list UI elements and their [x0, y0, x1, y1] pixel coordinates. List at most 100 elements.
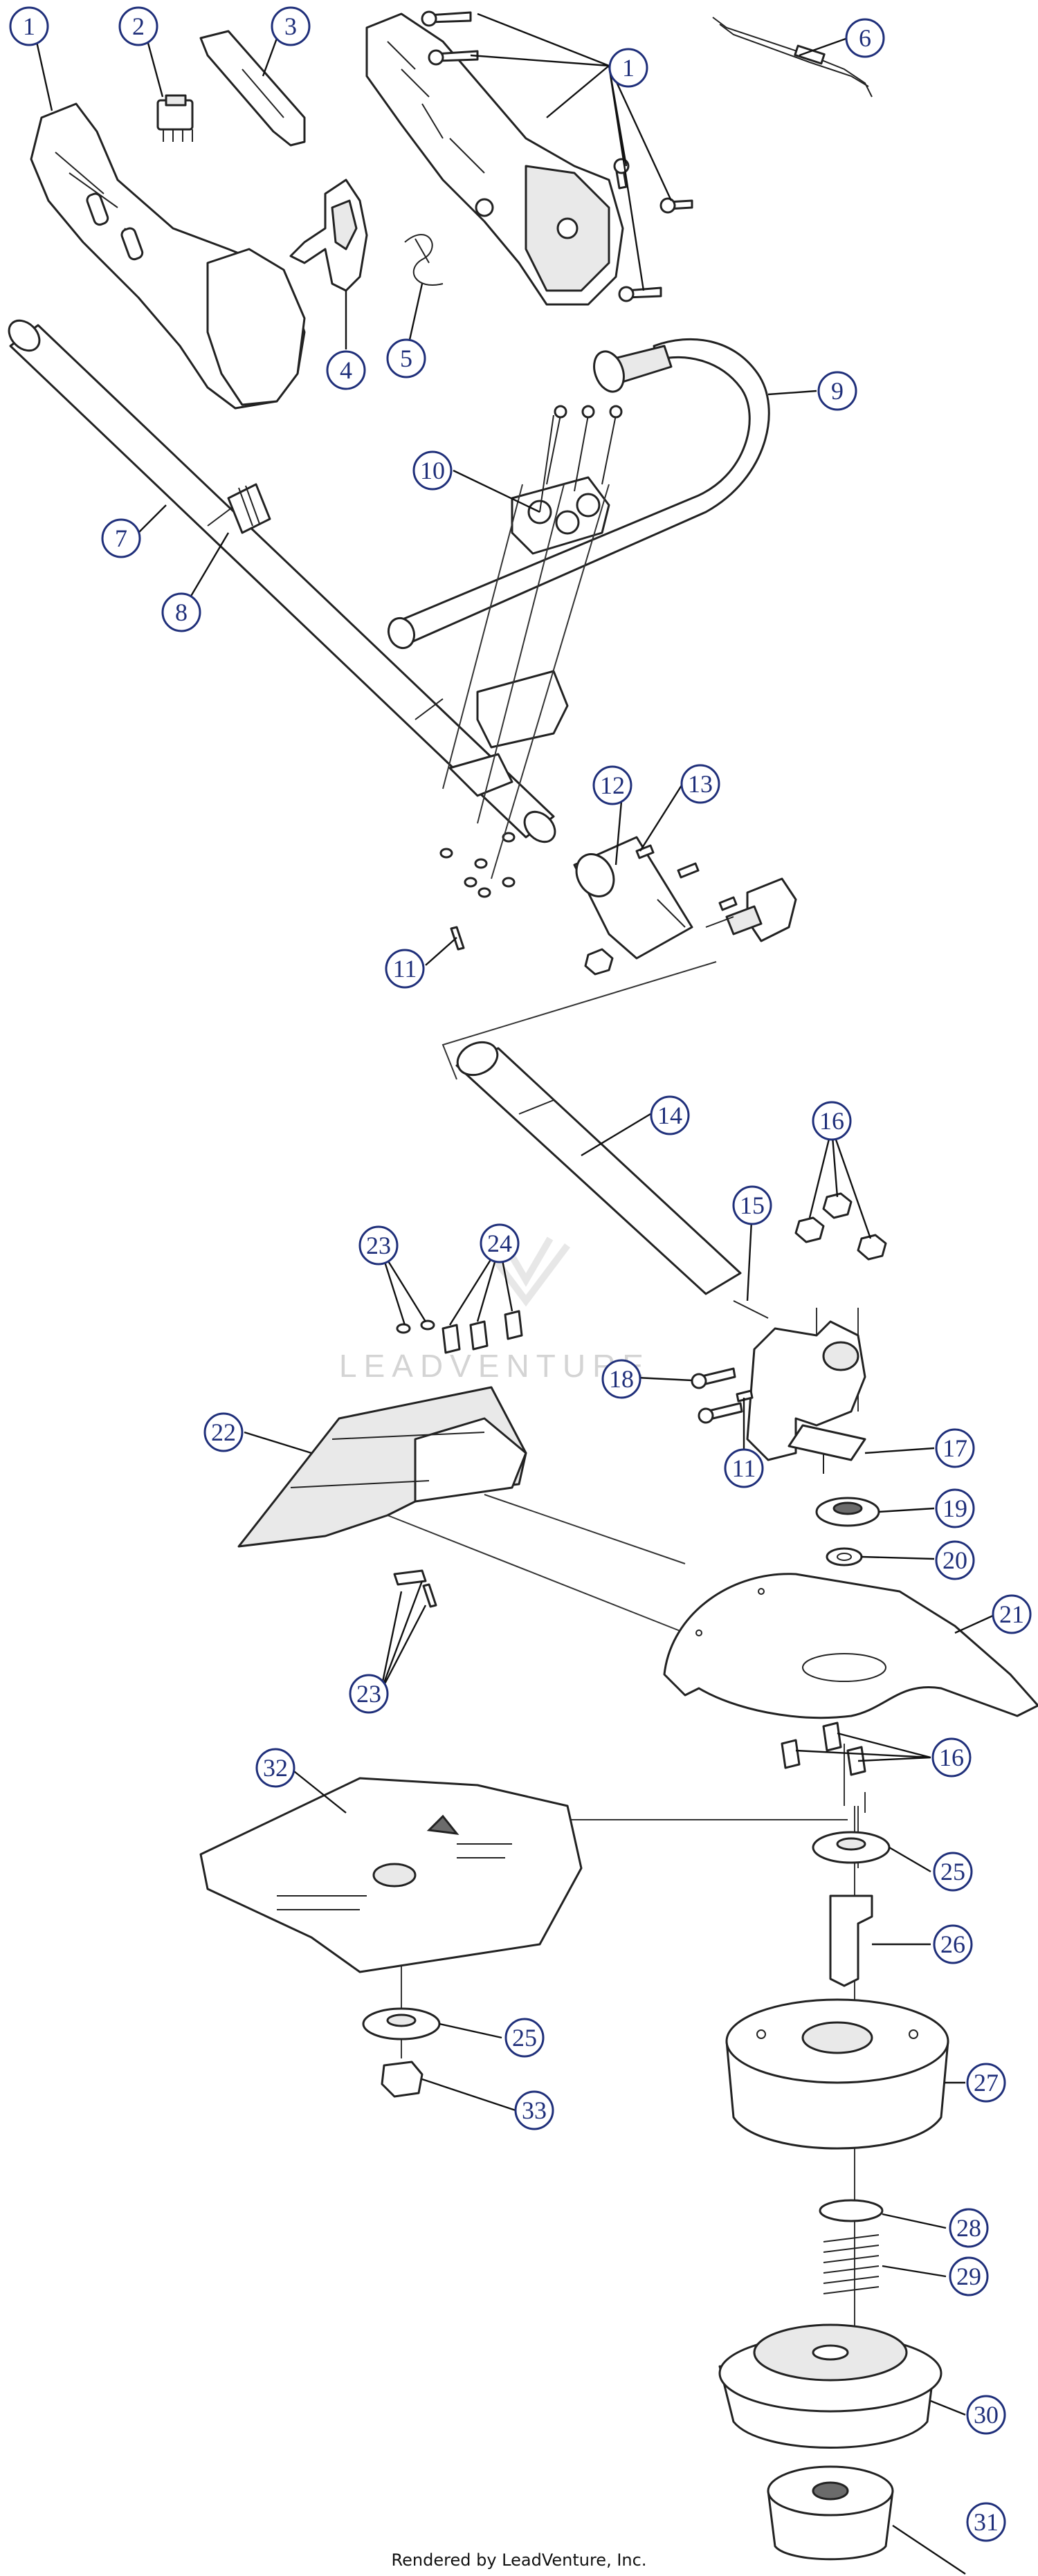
svg-text:33: 33 — [522, 2097, 547, 2124]
callout-1a: 1 — [9, 6, 49, 46]
callout-16a: 16 — [812, 1101, 852, 1141]
gearhead-part — [746, 1320, 866, 1474]
svg-text:1: 1 — [622, 54, 635, 82]
svg-text:3: 3 — [284, 12, 297, 40]
engine-housing-right — [365, 12, 624, 306]
cable-part — [712, 17, 873, 98]
rendered-by-footer: Rendered by LeadVenture, Inc. — [392, 2550, 647, 2570]
callout-11a: 11 — [385, 949, 425, 989]
callout-6: 6 — [845, 18, 885, 58]
svg-text:10: 10 — [420, 457, 445, 484]
svg-text:29: 29 — [956, 2263, 981, 2290]
coupler-screw — [635, 844, 738, 911]
callout-8: 8 — [161, 592, 201, 632]
gearhead-nuts-top — [794, 1192, 887, 1261]
shield-screws — [441, 1310, 523, 1354]
callout-27: 27 — [966, 2063, 1006, 2103]
svg-text:31: 31 — [974, 2508, 999, 2536]
svg-text:30: 30 — [974, 2401, 999, 2429]
svg-text:27: 27 — [974, 2069, 999, 2097]
callout-3: 3 — [271, 6, 311, 46]
drive-shaft-tube — [8, 319, 556, 843]
blade-washer-bottom — [362, 2007, 441, 2040]
callout-14: 14 — [650, 1095, 690, 1135]
callout-12: 12 — [592, 765, 632, 805]
grass-shield-part — [237, 1386, 527, 1548]
shaft-pin — [733, 1300, 769, 1319]
callout-5: 5 — [386, 338, 426, 378]
svg-text:11: 11 — [393, 955, 417, 983]
callout-32: 32 — [255, 1748, 295, 1788]
svg-text:23: 23 — [356, 1680, 381, 1708]
callout-1b: 1 — [608, 48, 648, 88]
svg-text:9: 9 — [831, 377, 844, 405]
callout-24: 24 — [480, 1223, 520, 1263]
callout-20: 20 — [935, 1540, 975, 1580]
bearing-part — [815, 1497, 880, 1527]
callout-11b: 11 — [724, 1448, 764, 1488]
svg-text:19: 19 — [943, 1495, 967, 1522]
washer-part — [826, 1547, 863, 1566]
trimmer-blade-part — [199, 1777, 583, 1973]
svg-text:21: 21 — [999, 1600, 1024, 1628]
spring-part — [404, 234, 444, 286]
head-spring — [823, 2234, 880, 2294]
callout-4: 4 — [326, 350, 366, 390]
callout-22: 22 — [203, 1412, 244, 1452]
callout-31: 31 — [966, 2502, 1006, 2542]
leader-lines — [35, 12, 994, 2575]
j-handle-part — [387, 338, 770, 650]
svg-text:16: 16 — [819, 1107, 844, 1135]
trimmer-head-housing — [725, 1998, 949, 2150]
callout-23b: 23 — [349, 1674, 389, 1714]
svg-text:20: 20 — [943, 1546, 967, 1574]
guard-screws-bottom — [781, 1721, 866, 1776]
handle-clamp-part — [511, 405, 623, 555]
svg-text:5: 5 — [400, 345, 412, 372]
watermark-text: LEADVENTURE — [339, 1348, 650, 1384]
svg-text:2: 2 — [132, 12, 145, 40]
svg-text:25: 25 — [512, 2024, 537, 2052]
callout-9: 9 — [817, 371, 857, 411]
svg-text:32: 32 — [263, 1754, 288, 1782]
svg-text:15: 15 — [740, 1191, 765, 1219]
svg-text:6: 6 — [859, 24, 871, 52]
callout-23a: 23 — [358, 1225, 399, 1266]
svg-text:8: 8 — [175, 599, 188, 626]
svg-text:7: 7 — [115, 524, 127, 552]
svg-text:25: 25 — [940, 1858, 965, 1885]
callout-21: 21 — [992, 1594, 1032, 1634]
blade-washer-top — [812, 1831, 891, 1864]
bump-knob-part — [767, 2465, 894, 2561]
callout-18: 18 — [601, 1359, 641, 1399]
switch-part — [156, 94, 194, 142]
shield-nuts — [393, 1319, 437, 1608]
svg-text:26: 26 — [940, 1930, 965, 1958]
svg-text:11: 11 — [732, 1454, 756, 1482]
lower-shaft-tube — [455, 1041, 742, 1295]
spool-part — [718, 2323, 943, 2449]
svg-text:17: 17 — [943, 1434, 967, 1462]
svg-text:12: 12 — [600, 771, 625, 799]
shaft-coupler-part — [573, 836, 693, 960]
svg-text:13: 13 — [688, 770, 713, 798]
guard-bracket-part — [663, 1573, 1038, 1719]
callout-33: 33 — [514, 2090, 554, 2130]
svg-text:16: 16 — [939, 1744, 964, 1771]
coupler-nut — [584, 948, 614, 976]
callout-16b: 16 — [931, 1737, 972, 1778]
clamp-nuts — [439, 832, 516, 951]
svg-text:23: 23 — [366, 1232, 391, 1259]
serrated-washer — [819, 2199, 884, 2222]
callout-26: 26 — [933, 1924, 973, 1964]
svg-text:18: 18 — [609, 1365, 634, 1393]
lower-handle-clamp — [448, 670, 569, 797]
spindle-part — [829, 1894, 873, 1987]
blade-nut — [381, 2061, 424, 2098]
callout-7: 7 — [101, 518, 141, 558]
svg-text:24: 24 — [487, 1230, 512, 1257]
callout-17: 17 — [935, 1428, 975, 1468]
callout-19: 19 — [935, 1488, 975, 1528]
svg-text:22: 22 — [211, 1418, 236, 1446]
